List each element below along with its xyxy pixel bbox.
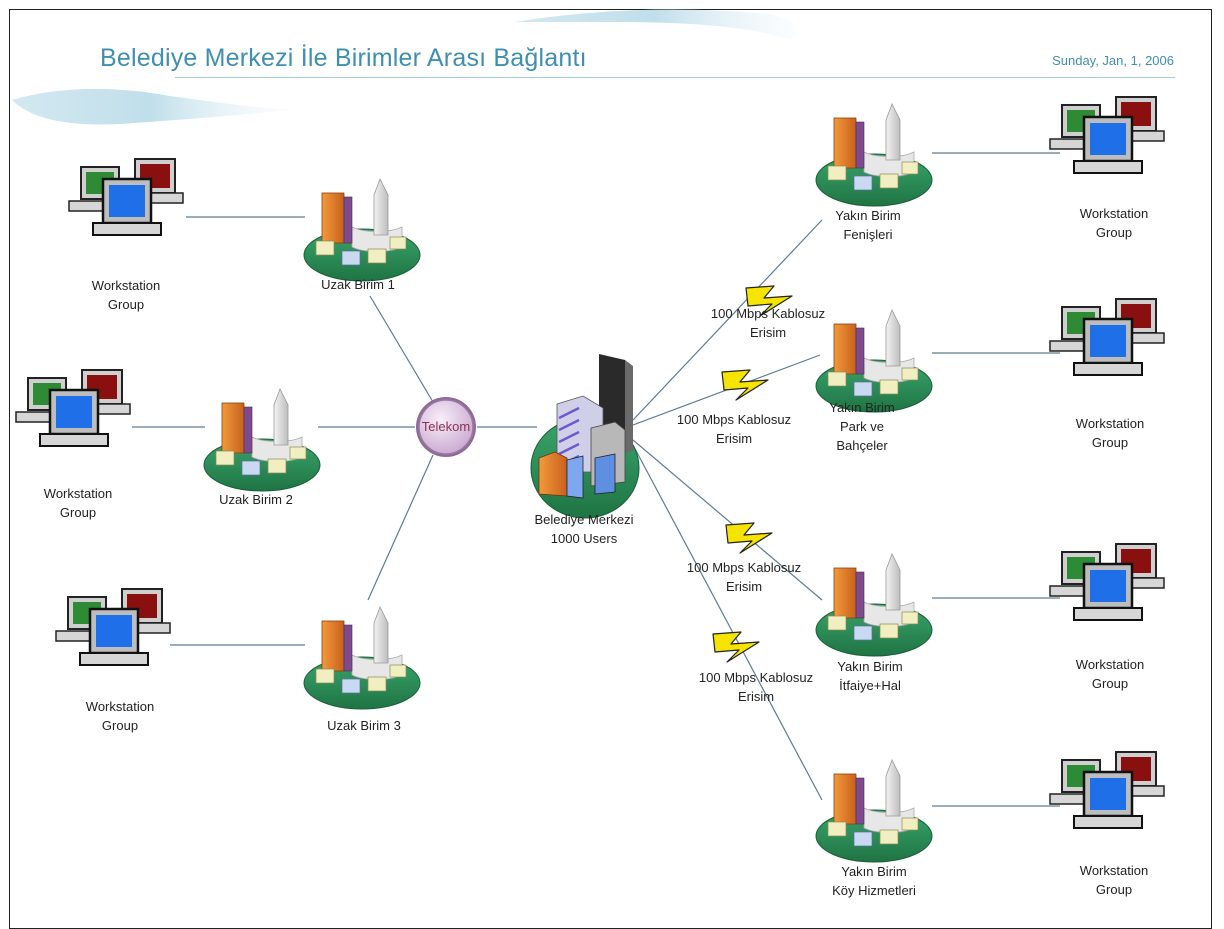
workstation-label-line2: Group xyxy=(101,718,139,733)
near-unit-label-line2: Köy Hizmetleri xyxy=(832,883,916,898)
near-unit-label-line1: Yakın Birim xyxy=(835,208,901,223)
workstation-group-label: Workstation Group xyxy=(44,484,112,522)
workstation-label-line1: Workstation xyxy=(85,699,155,714)
telekom-hub-icon xyxy=(416,397,476,457)
workstation-label-line1: Workstation xyxy=(43,486,113,501)
workstation-label-line2: Group xyxy=(1091,435,1129,450)
date-label: Sunday, Jan, 1, 2006 xyxy=(1052,53,1174,68)
workstation-label-line2: Group xyxy=(1095,882,1133,897)
page-title: Belediye Merkezi İle Birimler Arası Bağl… xyxy=(100,44,587,72)
near-unit-label-line1: Yakın Birim xyxy=(829,400,895,415)
workstation-group-label: Workstation Group xyxy=(86,697,154,735)
building-icon xyxy=(203,388,321,492)
wireless-link-label-line2: Erisim xyxy=(737,689,775,704)
workstation-group-icon xyxy=(1048,750,1166,830)
workstation-label-line2: Group xyxy=(1095,225,1133,240)
workstation-group-icon xyxy=(54,587,172,667)
wireless-link-label: 100 Mbps Kablosuz Erisim xyxy=(699,668,813,706)
workstation-label-line1: Workstation xyxy=(1079,863,1149,878)
decorative-swoosh-left xyxy=(12,88,290,125)
headquarters-label-line2: 1000 Users xyxy=(550,531,618,546)
near-unit-label: Yakın Birim Köy Hizmetleri xyxy=(832,862,916,900)
workstation-label-line2: Group xyxy=(59,505,97,520)
near-unit-label-line2: Park ve xyxy=(839,419,885,434)
workstation-group-label: Workstation Group xyxy=(1080,861,1148,899)
wireless-link-label-line1: 100 Mbps Kablosuz xyxy=(676,412,792,427)
near-unit-label: Yakın Birim İtfaiye+Hal xyxy=(837,657,903,695)
near-unit-label-line1: Yakın Birim xyxy=(837,659,903,674)
near-unit-label: Yakın Birim Fenişleri xyxy=(835,206,901,244)
workstation-label-line1: Workstation xyxy=(1079,206,1149,221)
wireless-bolt-icon xyxy=(721,369,769,401)
building-icon xyxy=(815,553,933,657)
workstation-group-label: Workstation Group xyxy=(1076,655,1144,693)
workstation-label-line1: Workstation xyxy=(1075,416,1145,431)
remote-unit-label: Uzak Birim 1 xyxy=(321,277,395,292)
wireless-link-label: 100 Mbps Kablosuz Erisim xyxy=(687,558,801,596)
workstation-group-icon xyxy=(67,157,185,237)
workstation-group-icon xyxy=(1048,297,1166,377)
workstation-group-label: Workstation Group xyxy=(1080,204,1148,242)
workstation-label-line2: Group xyxy=(107,297,145,312)
decorative-swoosh-top xyxy=(515,9,797,40)
building-icon xyxy=(303,606,421,710)
wireless-link-label: 100 Mbps Kablosuz Erisim xyxy=(677,410,791,448)
wireless-link-label-line2: Erisim xyxy=(715,431,753,446)
wireless-link-label: 100 Mbps Kablosuz Erisim xyxy=(711,304,825,342)
near-unit-label-line1: Yakın Birim xyxy=(841,864,907,879)
wireless-link-label-line1: 100 Mbps Kablosuz xyxy=(698,670,814,685)
headquarters-icon xyxy=(530,354,640,519)
remote-unit-label: Uzak Birim 2 xyxy=(219,492,293,507)
workstation-label-line1: Workstation xyxy=(91,278,161,293)
remote-unit-label: Uzak Birim 3 xyxy=(327,718,401,733)
near-unit-label: Yakın Birim Park ve Bahçeler xyxy=(829,398,895,455)
hub-label: Telekom xyxy=(421,419,471,434)
wireless-bolt-icon xyxy=(712,631,760,663)
workstation-group-icon xyxy=(1048,542,1166,622)
wireless-link-label-line2: Erisim xyxy=(749,325,787,340)
building-icon xyxy=(815,759,933,863)
workstation-label-line1: Workstation xyxy=(1075,657,1145,672)
building-icon xyxy=(815,309,933,413)
near-unit-label-line2: Fenişleri xyxy=(843,227,893,242)
near-unit-label-line2: İtfaiye+Hal xyxy=(839,678,901,693)
workstation-group-label: Workstation Group xyxy=(92,276,160,314)
workstation-group-icon xyxy=(14,368,132,448)
wireless-bolt-icon xyxy=(725,522,773,554)
building-icon xyxy=(815,103,933,207)
title-underline xyxy=(175,77,1175,78)
headquarters-label: Belediye Merkezi 1000 Users xyxy=(535,510,634,548)
building-icon xyxy=(303,178,421,282)
near-unit-label-line3: Bahçeler xyxy=(836,438,888,453)
workstation-label-line2: Group xyxy=(1091,676,1129,691)
wireless-link-label-line1: 100 Mbps Kablosuz xyxy=(710,306,826,321)
workstation-group-label: Workstation Group xyxy=(1076,414,1144,452)
headquarters-label-line1: Belediye Merkezi xyxy=(534,512,634,527)
wireless-link-label-line2: Erisim xyxy=(725,579,763,594)
workstation-group-icon xyxy=(1048,95,1166,175)
wireless-link-label-line1: 100 Mbps Kablosuz xyxy=(686,560,802,575)
